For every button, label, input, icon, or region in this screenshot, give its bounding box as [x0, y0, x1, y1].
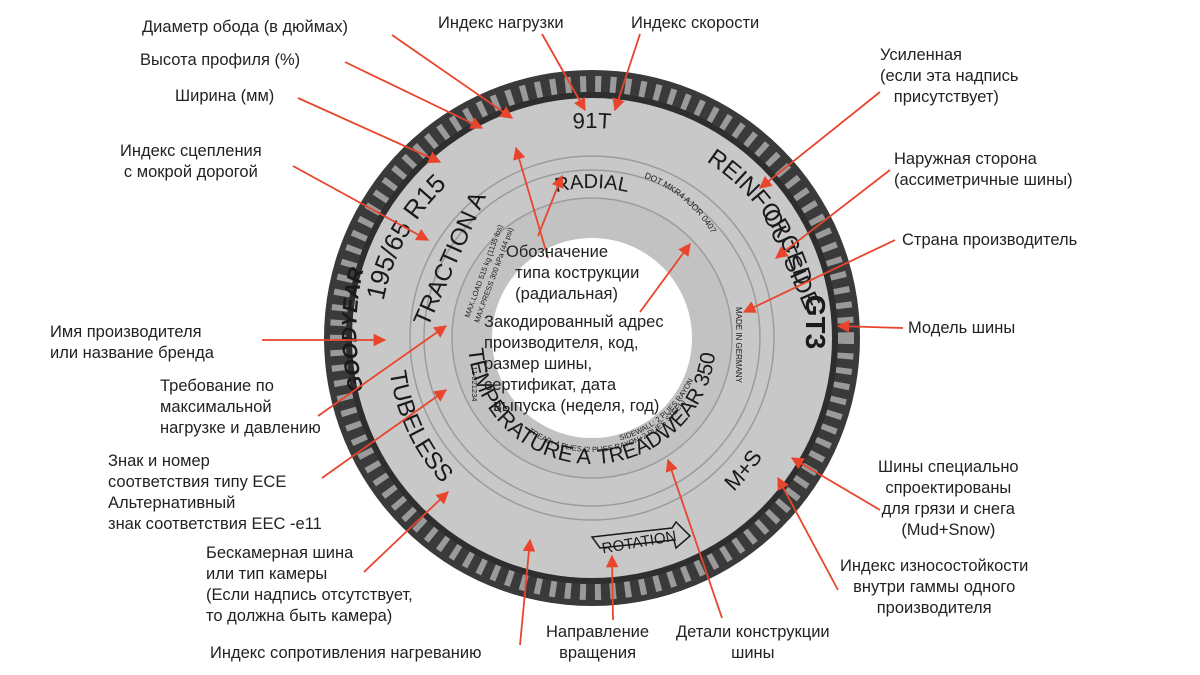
- arrow-outer-side: [775, 169, 891, 259]
- arrow-construction-type: [513, 146, 549, 259]
- label-construction-details: Детали конструкции шины: [676, 623, 830, 662]
- arrow-profile-height: [344, 61, 484, 129]
- callout-arrows: [262, 33, 904, 646]
- arrow-model: [836, 320, 904, 333]
- label-speed-index: Индекс скорости: [631, 14, 760, 32]
- label-rim-diameter: Диаметр обода (в дюймах): [142, 18, 349, 36]
- arrow-load-index: [541, 33, 586, 112]
- rotation-arrow-icon: [590, 520, 692, 550]
- label-model: Модель шины: [908, 319, 1016, 337]
- label-max-load: Требование по максимальной нагрузке и да…: [160, 377, 321, 437]
- arrow-construction-details: [665, 458, 723, 619]
- tread-blocks: [330, 76, 854, 600]
- tire-made-in-text: MADE IN GERMANY: [734, 307, 743, 384]
- label-reinforced: Усиленная (если эта надпись присутствует…: [880, 46, 1019, 106]
- arrow-heat-resistance: [519, 538, 536, 646]
- tire-radial-text: RADIAL: [553, 171, 631, 197]
- tire-model-text: GT3: [800, 295, 831, 349]
- tire-rim-hole: [492, 238, 692, 438]
- arrow-speed-index: [612, 33, 641, 112]
- label-heat-resistance: Индекс сопротивления нагреванию: [210, 644, 482, 662]
- arrow-ece: [321, 389, 448, 479]
- label-coded-address: Закодированный адрес производителя, код,…: [484, 313, 664, 415]
- label-brand: Имя производителя или название бренда: [50, 323, 214, 362]
- label-country: Страна производитель: [902, 231, 1078, 249]
- label-outer-side: Наружная сторона (ассиметричные шины): [894, 150, 1073, 189]
- label-treadwear: Индекс износостойкости внутри гаммы одно…: [840, 557, 1029, 617]
- tire-ece-text: 11 021234: [470, 367, 479, 402]
- tire-load-speed-text: 91T: [572, 108, 612, 134]
- svg-text:RADIAL: RADIAL: [553, 171, 631, 197]
- label-ece: Знак и номер соответствия типу ECE Альте…: [108, 452, 322, 533]
- label-mud-snow: Шины специально спроектированы для грязи…: [878, 458, 1019, 539]
- arrow-construction-type-2: [537, 174, 564, 237]
- arrow-country: [742, 239, 896, 313]
- arrow-mud-snow: [790, 457, 881, 511]
- label-load-index: Индекс нагрузки: [438, 14, 564, 32]
- arrow-width: [297, 97, 442, 164]
- label-rotation: Направление вращения: [546, 623, 650, 662]
- label-width: Ширина (мм): [175, 87, 275, 105]
- arrow-max-load: [317, 325, 448, 417]
- label-construction-type: Обозначение типа кострукции (радиальная): [506, 243, 640, 303]
- arrow-treadwear: [777, 476, 839, 591]
- arrow-rim-diameter: [391, 34, 514, 119]
- label-profile-height: Высота профиля (%): [140, 51, 301, 69]
- label-tubeless: Бескамерная шина или тип камеры (Если на…: [206, 544, 413, 625]
- arrow-reinforced: [759, 91, 881, 189]
- arrow-tubeless: [363, 491, 449, 573]
- arrow-wet-grip: [292, 165, 430, 241]
- arrow-coded-address: [639, 242, 691, 313]
- svg-text:91T: 91T: [572, 108, 612, 134]
- label-wet-grip: Индекс сцепления с мокрой дорогой: [120, 142, 262, 181]
- arrow-rotation: [605, 554, 619, 621]
